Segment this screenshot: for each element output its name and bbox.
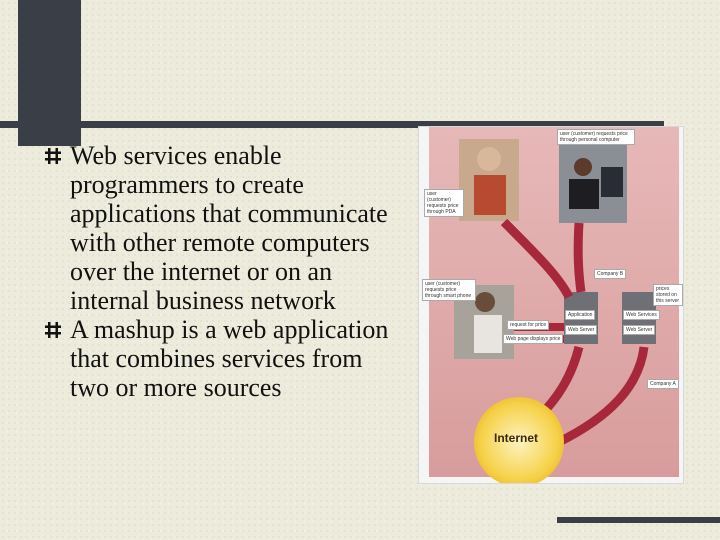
web-server-left-label: Web Server: [565, 325, 598, 335]
decorative-rule-top: [0, 121, 664, 128]
pc-user-label: user (customer) requests price through p…: [557, 129, 635, 145]
hash-bullet-icon: [45, 148, 61, 164]
web-server-right-label: Web Server: [623, 325, 656, 335]
bullet-text: Web services enable programmers to creat…: [70, 141, 388, 315]
bullet-item: Web services enable programmers to creat…: [40, 141, 400, 315]
phone-user-label: user (customer) requests price through s…: [422, 279, 476, 301]
slide-body: Web services enable programmers to creat…: [40, 141, 400, 402]
web-services-diagram: user (customer) requests price through p…: [418, 126, 684, 484]
decorative-rule-bottom: [557, 517, 720, 523]
web-services-label: Web Services: [623, 310, 660, 320]
hash-bullet-icon: [45, 322, 61, 338]
company-a-label: Company A: [647, 379, 679, 389]
pda-user-label: user (customer) requests price through P…: [424, 189, 464, 217]
bullet-item: A mashup is a web application that combi…: [40, 315, 400, 402]
company-b-label: Company B: [594, 269, 627, 279]
prices-stored-label: prices stored on this server: [653, 284, 683, 306]
web-page-displays-label: Web page displays price: [503, 334, 564, 344]
request-price-label: request for price: [507, 320, 550, 330]
bullet-text: A mashup is a web application that combi…: [70, 315, 389, 402]
internet-label: Internet: [494, 431, 539, 445]
diagram-illustration: [419, 127, 683, 483]
application-label: Application: [565, 310, 596, 320]
